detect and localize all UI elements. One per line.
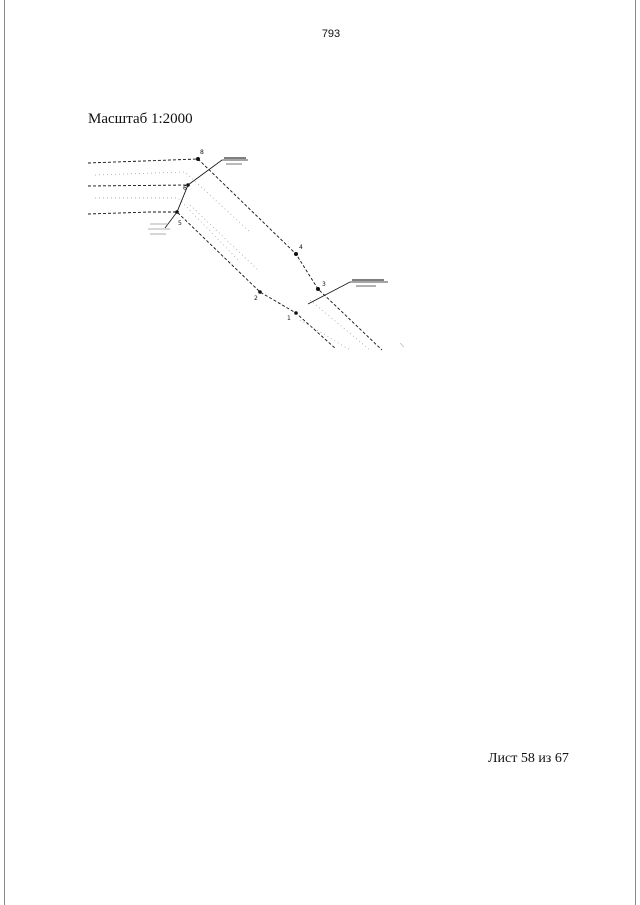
inner-line-5: [299, 319, 351, 351]
boundary-north: [87, 158, 383, 351]
inner-line-4: [309, 299, 371, 351]
vertex-label-6: 6: [183, 185, 187, 192]
vertex-5: [175, 210, 179, 214]
inner-line-3: [189, 204, 259, 271]
sheet-counter: Лист 58 из 67: [488, 751, 569, 766]
page-edge-left: [4, 0, 5, 905]
vertex-label-2: 2: [254, 295, 258, 302]
vertex-label-8: 8: [200, 149, 204, 156]
vertex-1: [294, 311, 298, 315]
scale-label: Масштаб 1:2000: [88, 111, 193, 127]
vertex-3: [316, 287, 320, 291]
page-number: 793: [321, 28, 341, 40]
vertex-4: [294, 252, 298, 256]
leader-line-upper: [187, 159, 248, 186]
vertex-label-1: 1: [287, 315, 291, 322]
inner-line-2: [95, 197, 241, 263]
leader-line-left: [164, 211, 178, 229]
vertex-8: [196, 157, 200, 161]
boundary-middle: [87, 184, 189, 187]
vertex-label-5: 5: [178, 220, 182, 227]
vertex-6: [186, 183, 190, 187]
boundary-south: [87, 211, 337, 350]
vertex-label-4: 4: [299, 244, 303, 251]
inner-line-1: [94, 171, 251, 233]
vertex-2: [258, 290, 262, 294]
stray-mark: [399, 342, 405, 348]
vertex-label-3: 3: [322, 281, 326, 288]
connector-6-5: [176, 184, 189, 213]
page-edge-right: [635, 0, 636, 905]
leader-line-right: [307, 281, 388, 305]
